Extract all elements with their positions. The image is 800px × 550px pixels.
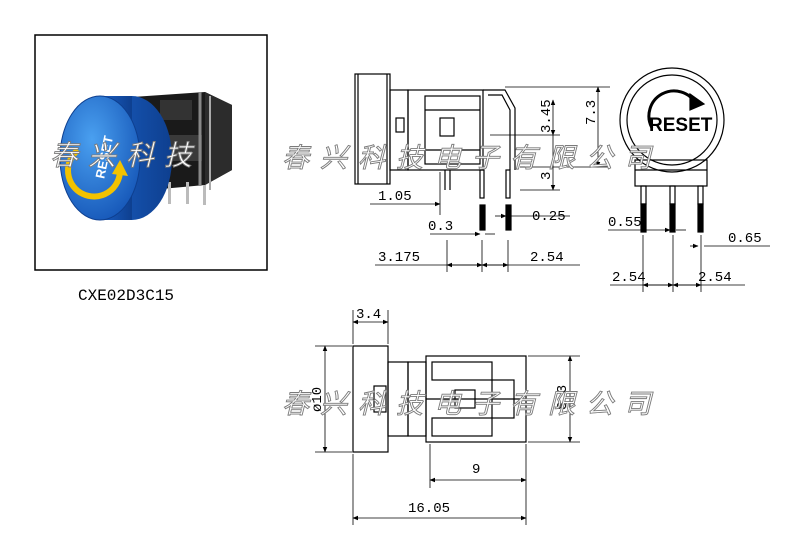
dim-cap-width: 3.4 [356, 307, 381, 323]
blue-knob: RESET [59, 95, 172, 221]
dim-pin-width: 0.3 [428, 219, 453, 235]
dim-pitch-left: 2.54 [612, 270, 646, 286]
front-view [619, 67, 725, 233]
dim-pin-a: 0.55 [608, 215, 642, 231]
dim-offset-left: 1.05 [378, 189, 412, 205]
dim-pin-offset: 3.175 [378, 250, 420, 266]
dim-body-height: 8.3 [555, 385, 571, 410]
watermark-top: 春兴科技电子有限公司 [282, 143, 662, 174]
part-number-label: CXE02D3C15 [78, 287, 174, 305]
front-view-dimensions [608, 227, 770, 292]
product-photo: RESET 春兴科技 [34, 34, 268, 271]
front-view-labels: 0.55 0.65 2.54 2.54 [608, 215, 762, 286]
dim-height-upper: 3.45 [539, 99, 555, 133]
dim-pin-b: 0.65 [728, 231, 762, 247]
top-view-labels: 3.4 ø10 8.3 9 16.05 [310, 307, 571, 517]
side-view-labels: 7.3 3.45 3 1.05 0.3 0.25 3.175 2.54 [378, 99, 600, 266]
top-view [352, 345, 527, 453]
dim-height-total: 7.3 [584, 100, 600, 125]
watermark-bottom: 春兴科技电子有限公司 [282, 389, 662, 420]
side-view [354, 73, 516, 231]
dim-total-length: 16.05 [408, 501, 450, 517]
knob-arrow-icon [65, 147, 124, 200]
dim-pin-pitch: 2.54 [530, 250, 564, 266]
dim-pin-width-right: 0.25 [532, 209, 566, 225]
photo-watermark: 春兴科技 [50, 139, 202, 172]
front-logo-text: RESET [649, 115, 713, 136]
top-view-dimensions [315, 310, 580, 525]
reset-arrow-icon [647, 89, 698, 129]
side-view-dimensions [370, 86, 610, 272]
dim-height-lower: 3 [539, 172, 555, 180]
dim-diameter: ø10 [310, 387, 326, 412]
front-outer-circle [619, 67, 725, 173]
dim-pitch-right: 2.54 [698, 270, 732, 286]
dim-body-length: 9 [472, 462, 480, 478]
